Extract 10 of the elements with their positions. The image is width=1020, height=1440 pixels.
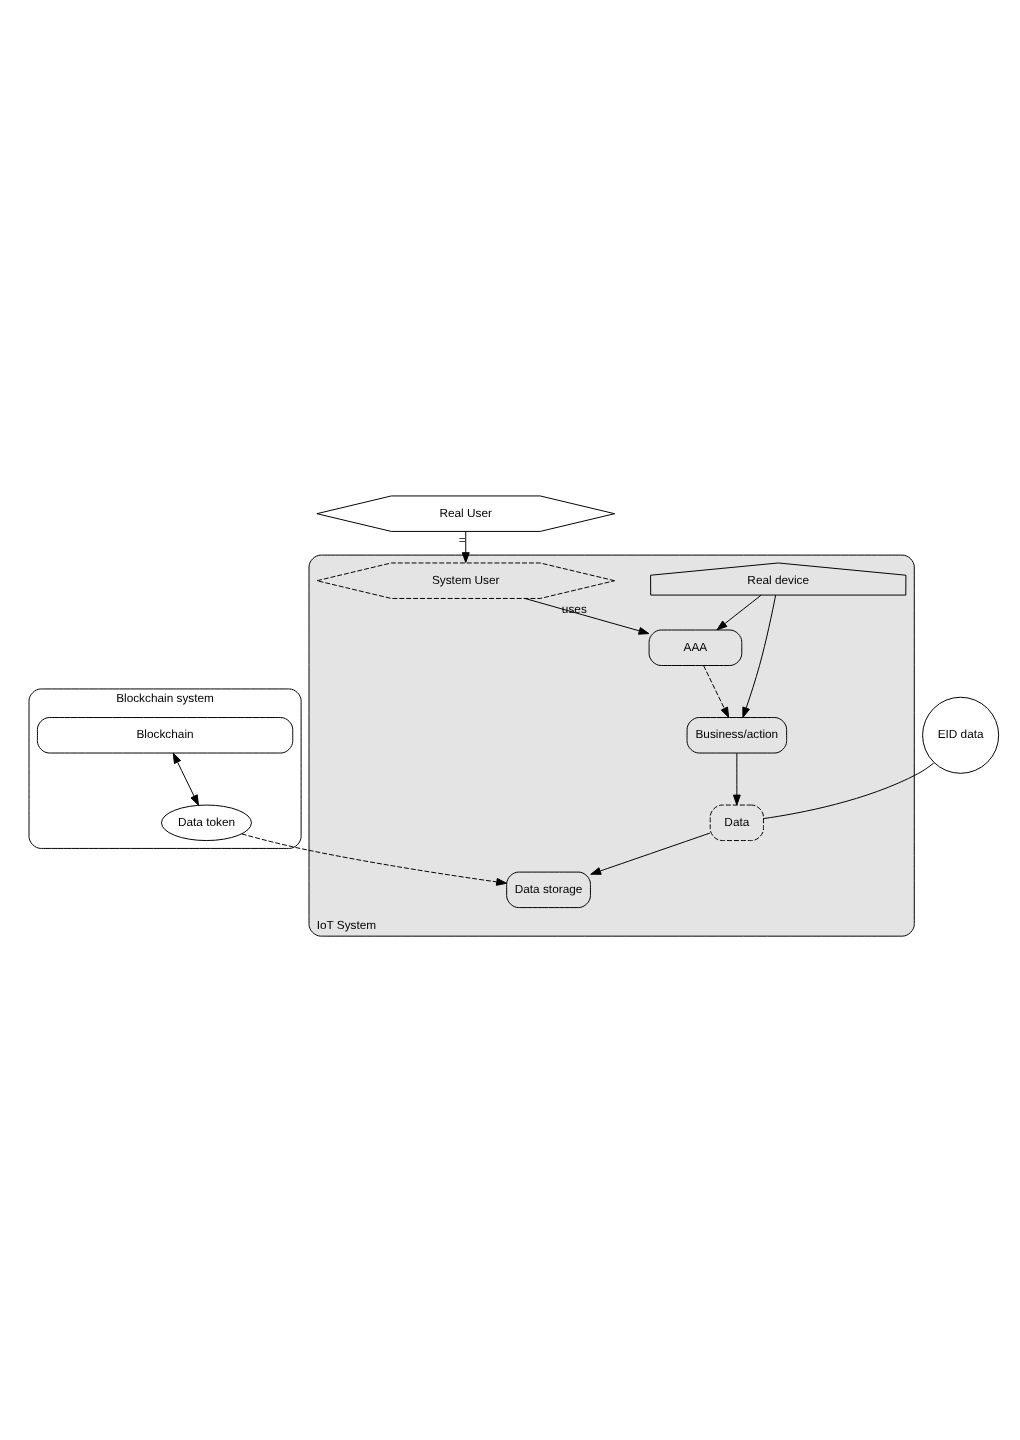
arrow xyxy=(241,833,508,886)
arrow xyxy=(590,832,711,875)
arrow xyxy=(172,752,199,806)
arrow xyxy=(524,598,650,635)
arrow xyxy=(716,594,762,631)
connector xyxy=(762,762,935,820)
arrow xyxy=(703,665,730,718)
arrow xyxy=(732,752,741,806)
arrow xyxy=(461,531,470,564)
arrow xyxy=(742,594,777,718)
